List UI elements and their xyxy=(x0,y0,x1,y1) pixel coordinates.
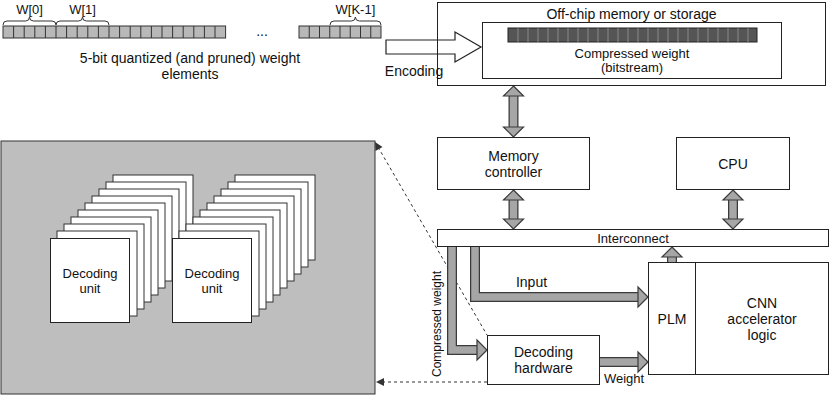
weight-cells xyxy=(3,26,226,38)
brace xyxy=(56,17,109,25)
node-text: PLM xyxy=(658,311,687,327)
brace xyxy=(330,17,381,25)
node-text: Decoding hardware xyxy=(502,344,586,376)
node-text: CPU xyxy=(718,156,748,172)
bus-arrow xyxy=(723,190,743,229)
leader-head xyxy=(375,142,383,151)
edge-label: Input xyxy=(516,274,547,290)
bus-arrow xyxy=(475,247,648,307)
edge-label: Compressed weight xyxy=(430,271,444,377)
node-text: Compressed weight (bitstream) xyxy=(562,47,702,75)
bus-arrow xyxy=(504,86,524,137)
bus-arrow xyxy=(504,190,524,229)
decoding-unit: Decoding unit xyxy=(172,238,252,323)
edge-label: Weight xyxy=(604,371,644,386)
bitstream-box: Compressed weight (bitstream) xyxy=(482,22,782,79)
caption-text: 5-bit quantized (and pruned) weight elem… xyxy=(78,50,303,82)
ellipsis: ... xyxy=(256,23,268,39)
node-text: Off-chip memory or storage xyxy=(546,6,716,22)
accelerator-box: CNN accelerator logic xyxy=(695,262,829,375)
decoder-box: Decoding hardware xyxy=(487,335,600,385)
zoom-leader xyxy=(383,382,487,383)
weight-cells xyxy=(299,26,381,38)
decoding-unit: Decoding unit xyxy=(50,238,130,323)
bitstream-dividers xyxy=(518,28,748,42)
bus-arrow xyxy=(452,247,487,360)
encoding-arrow xyxy=(386,32,481,62)
node-text: Decoding unit xyxy=(55,266,125,296)
cpu-box: CPU xyxy=(676,137,790,190)
bus-arrow xyxy=(600,352,648,372)
brace xyxy=(3,17,56,25)
decoder-panel xyxy=(1,141,375,394)
leader-head xyxy=(376,378,384,386)
controller-box: Memory controller xyxy=(437,137,590,190)
storage-box: Off-chip memory or storageCompressed wei… xyxy=(437,2,826,86)
interconnect-bar: Interconnect xyxy=(437,229,829,247)
element-label: W[K-1] xyxy=(336,1,376,16)
node-text: Decoding unit xyxy=(177,266,247,296)
plm-box: PLM xyxy=(648,262,696,375)
cell-dividers xyxy=(14,26,215,38)
node-text: Interconnect xyxy=(597,231,669,246)
node-text: Memory controller xyxy=(466,148,561,180)
element-label: W[0] xyxy=(16,1,43,16)
bus-arrow xyxy=(662,247,682,262)
element-label: W[1] xyxy=(69,1,96,16)
node-text: CNN accelerator logic xyxy=(718,295,806,343)
cell-dividers xyxy=(309,26,371,38)
bitstream-bar xyxy=(508,28,757,42)
arrow-label: Encoding xyxy=(385,63,443,79)
